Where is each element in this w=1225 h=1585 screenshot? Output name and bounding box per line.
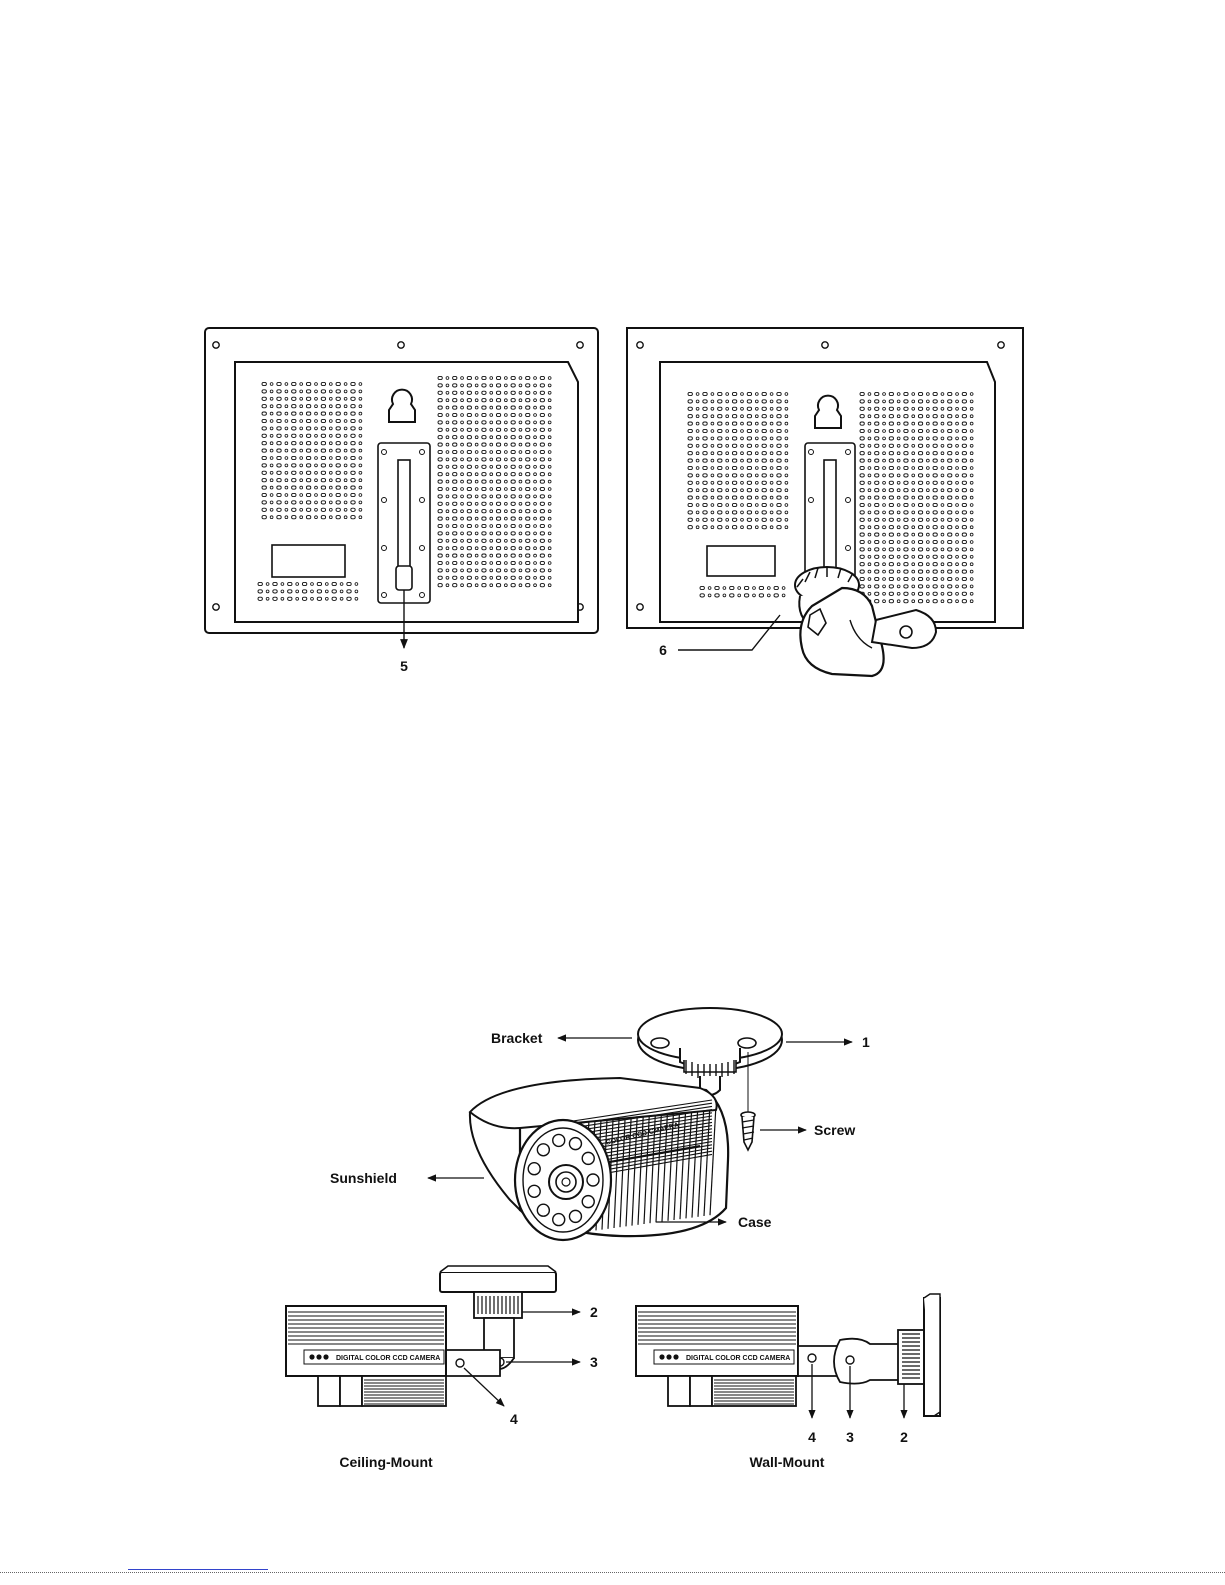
keyhole-slot-icon — [389, 390, 415, 422]
callout-5: 5 — [400, 658, 408, 674]
ceiling-mount-caption: Ceiling-Mount — [339, 1454, 433, 1470]
mounting-slot — [398, 460, 410, 570]
wall-camera-body: DIGITAL COLOR CCD CAMERA — [636, 1306, 798, 1406]
camera-lens-face — [515, 1120, 611, 1240]
bullet-camera-diagram: DIGITAL COLOR CCD CMAERA Bracket 1 Screw… — [330, 1008, 870, 1240]
monitor-back-right-diagram: 6 — [627, 328, 1023, 676]
wall-mount-caption: Wall-Mount — [750, 1454, 825, 1470]
screw-label: Screw — [814, 1122, 855, 1138]
wall-body-text: DIGITAL COLOR CCD CAMERA — [686, 1355, 790, 1362]
ceiling-callout-2: 2 — [590, 1304, 598, 1320]
ceiling-camera-body: DIGITAL COLOR CCD CAMERA — [286, 1306, 446, 1406]
bracket-label: Bracket — [491, 1030, 543, 1046]
wall-callout-3: 3 — [846, 1429, 854, 1445]
label-plate — [272, 545, 345, 577]
footnote-rule — [128, 1569, 268, 1570]
ceiling-callout-4: 4 — [510, 1411, 518, 1427]
keyhole-slot-icon — [815, 396, 841, 428]
wall-mount-diagram: DIGITAL COLOR CCD CAMERA 4 3 2 Wall-Moun… — [636, 1294, 940, 1470]
callout-6: 6 — [659, 642, 667, 658]
wall-callout-2: 2 — [900, 1429, 908, 1445]
monitor-back-left-diagram: 5 — [205, 328, 598, 674]
wall-callout-4: 4 — [808, 1429, 816, 1445]
case-label: Case — [738, 1214, 772, 1230]
ceiling-body-text: DIGITAL COLOR CCD CAMERA — [336, 1355, 440, 1362]
ceiling-mount-diagram: DIGITAL COLOR CCD CAMERA 2 3 4 Ceiling-M… — [286, 1266, 598, 1470]
ceiling-callout-3: 3 — [590, 1354, 598, 1370]
callout-1: 1 — [862, 1034, 870, 1050]
sunshield-label: Sunshield — [330, 1170, 397, 1186]
page-bottom-border — [0, 1572, 1225, 1573]
